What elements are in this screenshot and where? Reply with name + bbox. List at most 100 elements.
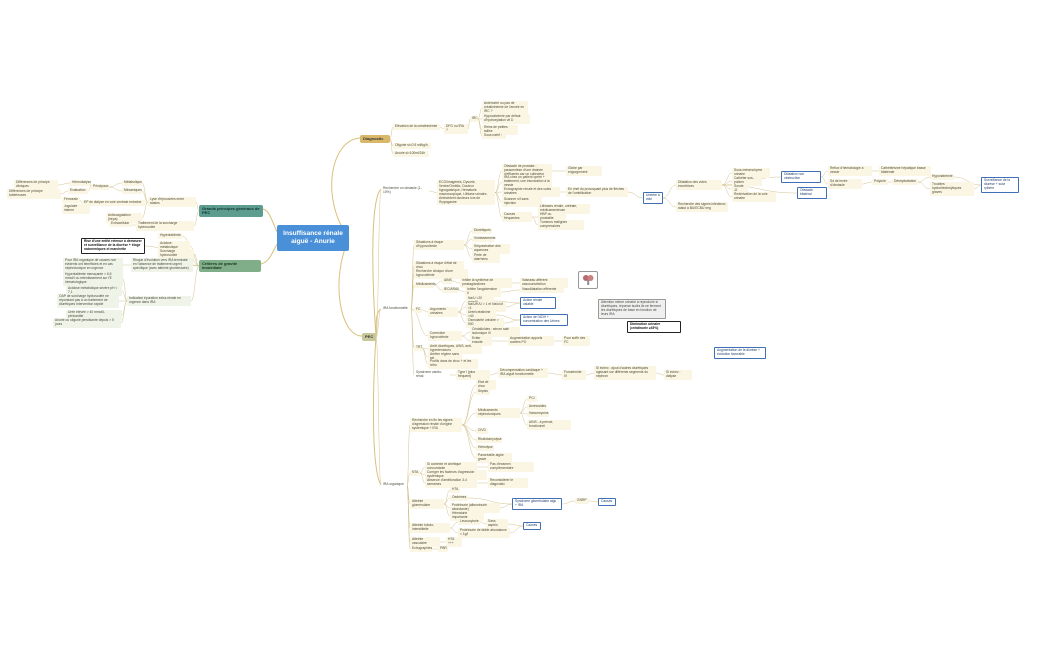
node-rn10[interactable]: Causes fréquentes bbox=[502, 212, 532, 222]
node-ro9[interactable]: CIVD bbox=[476, 428, 488, 434]
node-rf4[interactable]: Séquestration des aqueuses bbox=[472, 244, 510, 254]
node-rf26[interactable]: Cristalloïdes : sérum salé isotonique IV bbox=[470, 327, 520, 337]
node-cg6[interactable]: Différences de principe cliniques bbox=[14, 180, 58, 190]
node-ro25[interactable]: GNRP bbox=[575, 498, 589, 504]
node-rn12[interactable]: Tumeurs malignes compressives bbox=[538, 220, 584, 230]
node-d8[interactable]: Oligurie si<0.5 ml/kg/h bbox=[393, 143, 431, 149]
node-ro21[interactable]: Oedèmes bbox=[450, 495, 468, 501]
node-rn8[interactable]: Scanner s/f sans injection bbox=[502, 197, 542, 207]
node-ro[interactable]: IRA organique bbox=[383, 482, 404, 486]
node-rf10[interactable]: Inhibe la synthèse de prostaglandines bbox=[460, 278, 512, 288]
node-ro12[interactable]: Pancréatite aigüe grave bbox=[476, 453, 512, 463]
node-rf19[interactable]: Urée/créatinine >40 bbox=[466, 310, 496, 320]
node-ro23[interactable]: Hématurie importante bbox=[450, 511, 484, 521]
node-ro10[interactable]: Rhabdomyolyse bbox=[476, 437, 502, 443]
node-d9[interactable]: Anurie si<100ml/24h bbox=[393, 151, 429, 157]
node-cg13[interactable]: Extracellular bbox=[109, 221, 133, 227]
node-rn6[interactable]: En chef du provoquant plus de flèches de… bbox=[566, 187, 628, 197]
node-d7[interactable]: Sous natrif ↑ bbox=[482, 133, 506, 139]
node-ro4[interactable]: Médicaments néphrotoxiques bbox=[476, 408, 520, 418]
node-ro26[interactable]: Causes bbox=[598, 498, 616, 506]
node-rn15[interactable]: Sous-mésenchyme urinaire bbox=[732, 168, 770, 178]
node-rf24[interactable]: Diminution urinaire (créatinurie ≥45%) bbox=[627, 321, 681, 333]
node-rf36[interactable]: Décompensation cardiaque + IRA aiguë fon… bbox=[498, 368, 548, 378]
node-ro22[interactable]: Protéinurie (albuminurie abondante) bbox=[450, 503, 500, 513]
node-cu9[interactable]: OAP de surcharge hydrosodée ne répondant… bbox=[57, 294, 119, 308]
node-cu2[interactable]: Acidose métabolique bbox=[158, 241, 190, 251]
node-ro27[interactable]: Atteinte tubulo-interstitielle bbox=[410, 523, 450, 533]
node-cu[interactable]: Critères de gravité immédiate bbox=[199, 260, 261, 273]
node-rn21[interactable]: Reflux d'hématologie à vessie bbox=[828, 166, 872, 176]
node-rn2[interactable]: Obstacle de prostate - paracentèse d'une… bbox=[502, 164, 552, 178]
node-rf31[interactable]: Arrêt diurétiques, AINS, anti-hypertense… bbox=[428, 344, 482, 354]
node-pec[interactable]: PEC bbox=[362, 333, 376, 341]
node-ro14[interactable]: Si contexte et cinétique concordante bbox=[425, 462, 477, 472]
node-rf6[interactable]: Situations à risque d'état de choc bbox=[414, 261, 464, 271]
node-rf22[interactable]: Action de l'ADH + concentration des Urin… bbox=[520, 314, 568, 326]
node-ro16[interactable]: Corriger les facteurs d'agression systém… bbox=[425, 470, 487, 480]
node-cg4[interactable]: Principaux bbox=[91, 184, 109, 190]
node-rf28[interactable]: Augmentation apports sodées PO bbox=[508, 336, 554, 346]
node-d5[interactable]: Hypocalcémie par défaut d'hydroxylation … bbox=[482, 114, 530, 124]
node-cu8[interactable]: Acidose métabolique sévère pH < 7,1 bbox=[66, 286, 122, 296]
node-rn27[interactable]: Troubles hydroélectrolytiques graves bbox=[930, 182, 974, 196]
node-cu6[interactable]: Risque d'évolution vers IRA terminale en… bbox=[131, 258, 193, 272]
node-rn19[interactable]: Dilatation non obstructive bbox=[781, 171, 821, 183]
node-rf30[interactable]: TRT bbox=[414, 345, 423, 351]
node-ro13[interactable]: NTA bbox=[410, 470, 420, 476]
node-rf3[interactable]: Vomissements bbox=[472, 236, 496, 242]
node-rf[interactable]: IRA fonctionnelle bbox=[383, 306, 408, 310]
node-rf8[interactable]: Médicaments bbox=[414, 282, 436, 288]
node-cu7[interactable]: Hyperkaliémie menaçante > 6,5 mmol/l ou … bbox=[63, 272, 123, 286]
node-rf5[interactable]: Perte de diarrhées bbox=[472, 253, 500, 263]
node-rf18[interactable]: Na/U/K/U > 1 et Na/u/uf >1 bbox=[466, 302, 506, 312]
node-cg11[interactable]: Jugulaire interne bbox=[62, 204, 90, 214]
node-ro1[interactable]: Recherche en fin les signes d'agression … bbox=[410, 418, 462, 432]
node-rf12[interactable]: IEC/ARAII bbox=[442, 287, 460, 293]
node-rf7[interactable]: Recherche clinique d'une hypovolémie bbox=[414, 269, 468, 279]
node-rn14[interactable]: Recherche des signes infectieux statut à… bbox=[676, 202, 728, 212]
node-rf32[interactable]: Arrêter régime sans sel bbox=[428, 352, 462, 362]
node-rf15[interactable]: FC bbox=[414, 307, 422, 313]
node-rn4[interactable]: IRA chez un patient opéré + traitement, … bbox=[502, 175, 552, 189]
node-rn1[interactable]: ECG/Imageries, Dysurie, Ventre/Ombilic, … bbox=[437, 180, 495, 206]
node-rn22[interactable]: Cathétérisme hépatique basse bilatérale bbox=[879, 166, 931, 176]
node-cg12[interactable]: Anticoagulation (hépa) bbox=[106, 213, 142, 223]
node-rn7[interactable]: Uretère à vide bbox=[643, 192, 663, 204]
node-rf16[interactable]: Arguments urinaires bbox=[428, 307, 458, 317]
node-rf2[interactable]: Diurétiques bbox=[472, 228, 492, 234]
node-rf39[interactable]: Si échec : dialyse bbox=[664, 370, 692, 380]
node-rn13[interactable]: Dilatation des voies excrétrices bbox=[676, 180, 722, 190]
node-cg[interactable]: Grands principes généraux de PEC bbox=[199, 205, 263, 218]
node-ro28[interactable]: Leucocyturie bbox=[458, 519, 480, 525]
node-ro15[interactable]: Pas d'examen complémentaire bbox=[488, 462, 534, 472]
node-rf40[interactable]: Augmentation de la diurèse + évolution f… bbox=[714, 347, 766, 359]
node-d6[interactable]: Reins de petites tailles bbox=[482, 125, 518, 135]
node-rn9[interactable]: Lithiases rénale, urétrale, médicamenteu… bbox=[538, 204, 590, 214]
node-cg10[interactable]: Fémorale bbox=[62, 197, 80, 203]
node-rf1[interactable]: Situations à risque d'hypovolémie bbox=[414, 240, 464, 250]
node-d1[interactable]: Elévation de la créatininémie bbox=[393, 124, 440, 130]
node-rn3[interactable]: Globe par engorgement bbox=[566, 166, 602, 176]
node-rn24[interactable]: Polyurie bbox=[872, 179, 888, 185]
node-ro31[interactable]: Causes bbox=[523, 522, 541, 530]
node-rf27[interactable]: Eviter ensuite bbox=[470, 336, 492, 346]
node-rf21[interactable]: Action rénale valable bbox=[520, 297, 556, 309]
node-rf23[interactable]: Attention même urinaire à reproduire si … bbox=[598, 299, 666, 319]
node-rn28[interactable]: Surveillance de la diurèse + suivi rythm… bbox=[981, 177, 1019, 193]
node-cg9[interactable]: EP de dialyse en voie centrale entraîne bbox=[82, 200, 146, 206]
node-rf17[interactable]: Na/U <20 mmol/l bbox=[466, 296, 494, 306]
node-rf13[interactable]: Inhibe l'angiotensine II bbox=[465, 287, 501, 297]
node-cu5[interactable]: Pour IRA organique de causes non évident… bbox=[63, 258, 123, 272]
node-cu11[interactable]: Urée élevée > 40 mmol/L péricardite bbox=[66, 310, 122, 320]
node-ro20[interactable]: HTA bbox=[450, 487, 460, 493]
node-rf34[interactable]: Syndrome cardio-rénal bbox=[416, 370, 443, 378]
node-ro18[interactable]: Reconsidérer le diagnostic bbox=[488, 478, 528, 488]
node-rf37[interactable]: Furosémide IV bbox=[562, 370, 586, 380]
node-diag[interactable]: Diagnostic bbox=[360, 135, 390, 143]
node-cu1[interactable]: Hyperkaliémie bbox=[158, 233, 182, 239]
node-rn[interactable]: Recherche un obstacle (1-10%) bbox=[383, 186, 422, 194]
node-ro17[interactable]: Absence d'amélioration 3-4 semaines bbox=[425, 478, 477, 488]
node-ro19[interactable]: Atteinte glomérulaire bbox=[410, 499, 444, 509]
node-rn11[interactable]: HBP ou prostatite bbox=[538, 212, 566, 222]
